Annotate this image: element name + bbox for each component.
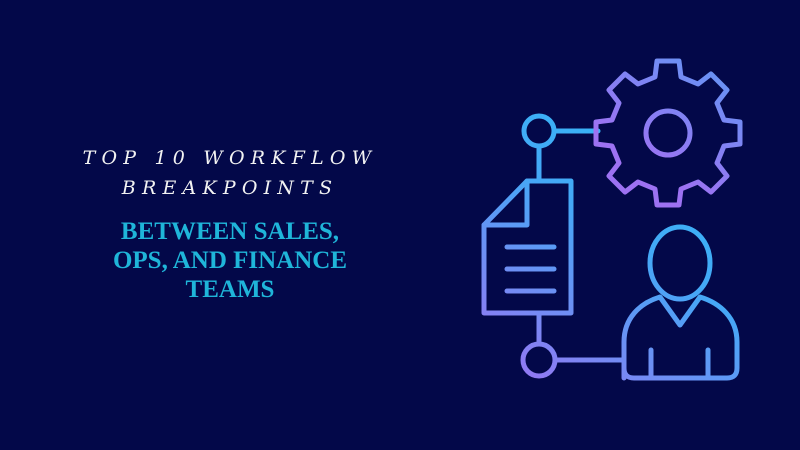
subtitle-line-3: TEAMS (185, 276, 275, 303)
subtitle: BETWEEN SALES, OPS, AND FINANCE TEAMS (20, 217, 440, 304)
subtitle-line-2: OPS, AND FINANCE (112, 247, 348, 274)
document-icon (481, 178, 574, 316)
title-line-1: TOP 10 WORKFLOW (82, 147, 378, 169)
headline-block: TOP 10 WORKFLOW BREAKPOINTS BETWEEN SALE… (20, 143, 440, 304)
subtitle-line-1: BETWEEN SALES, (120, 218, 340, 245)
title-line-2: BREAKPOINTS (121, 177, 339, 199)
title: TOP 10 WORKFLOW BREAKPOINTS (20, 143, 440, 203)
gear-icon (593, 58, 743, 208)
person-icon (621, 224, 740, 381)
top-connector-node-icon (521, 113, 601, 184)
bottom-connector-node-icon (520, 310, 627, 379)
